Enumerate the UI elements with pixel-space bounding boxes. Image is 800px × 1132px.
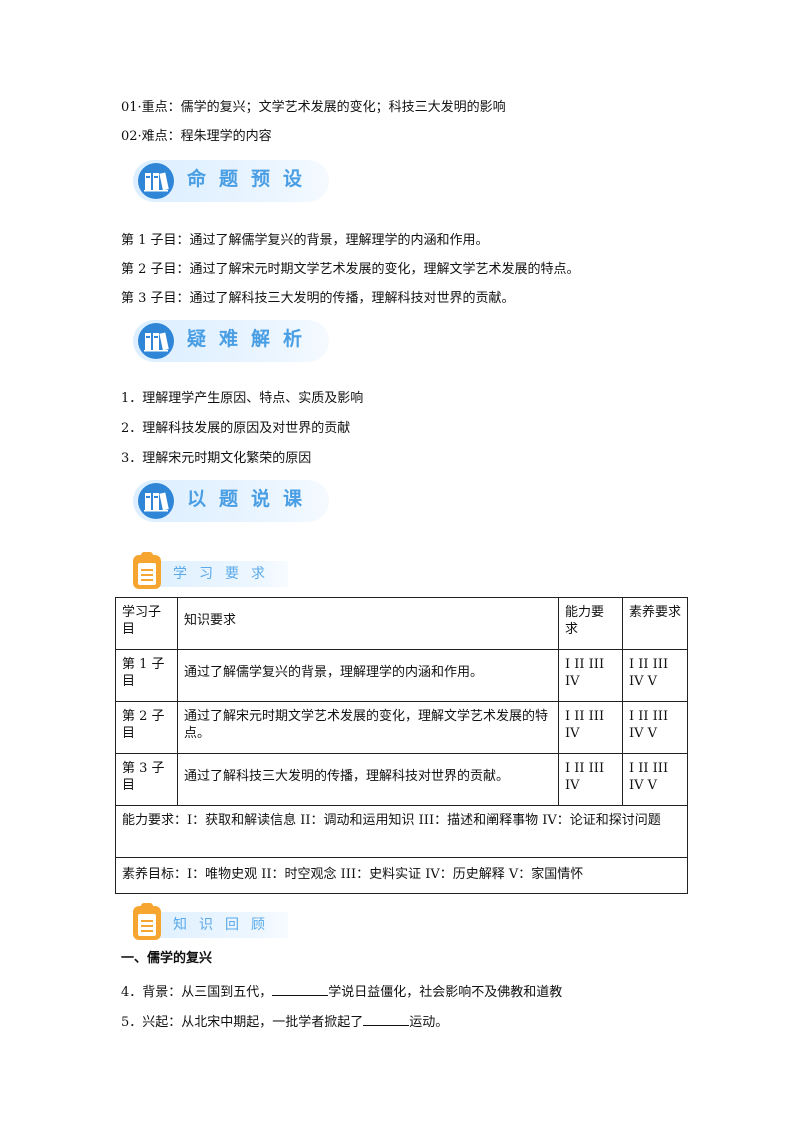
review-heading: 一、儒学的复兴	[121, 951, 213, 966]
preset-item-2: 第 2 子目：通过了解宋元时期文学艺术发展的变化，理解文学艺术发展的特点。	[121, 262, 580, 277]
preset-item-1: 第 1 子目：通过了解儒学复兴的背景，理解理学的内涵和作用。	[121, 233, 489, 248]
q5-text-after: 运动。	[409, 1015, 449, 1030]
key-point: 01·重点：儒学的复兴；文学艺术发展的变化；科技三大发明的影响	[121, 100, 506, 115]
question-5: 5．兴起：从北宋中期起，一批学者掀起了 运动。	[121, 1011, 448, 1032]
banner-preset: 命题预设	[133, 160, 329, 202]
cell-ability: I II III IV	[558, 701, 623, 754]
table-header-row: 学习子目 知识要求 能力要求 素养要求	[115, 597, 688, 650]
table-row: 第 1 子目 通过了解儒学复兴的背景，理解理学的内涵和作用。 I II III …	[115, 649, 688, 702]
preset-item-3: 第 3 子目：通过了解科技三大发明的传播，理解科技对世界的贡献。	[121, 291, 515, 306]
books-icon	[138, 163, 174, 199]
banner-title: 命题预设	[187, 168, 316, 190]
cell-literacy: I II III IV V	[622, 753, 688, 806]
table-note-row: 素养目标：I：唯物史观 II：时空观念 III：史料实证 IV：历史解释 V：家…	[115, 857, 688, 894]
requirements-table: 学习子目 知识要求 能力要求 素养要求 第 1 子目 通过了解儒学复兴的背景，理…	[115, 597, 688, 894]
difficult-point: 02·难点：程朱理学的内容	[121, 129, 272, 144]
table-row: 第 3 子目 通过了解科技三大发明的传播，理解科技对世界的贡献。 I II II…	[115, 753, 688, 806]
books-icon	[138, 323, 174, 359]
q5-text-before: 5．兴起：从北宋中期起，一批学者掀起了	[121, 1015, 364, 1030]
clipboard-icon	[133, 903, 161, 940]
clipboard-icon	[133, 552, 161, 589]
banner-lecture: 以题说课	[133, 480, 329, 522]
banner-analysis: 疑难解析	[133, 320, 329, 362]
q4-text-before: 4．背景：从三国到五代，	[121, 985, 273, 1000]
fill-blank[interactable]	[272, 981, 329, 996]
banner-title: 以题说课	[187, 488, 316, 510]
ability-note: 能力要求：I：获取和解读信息 II：调动和运用知识 III：描述和阐释事物 IV…	[115, 805, 688, 858]
table-row: 第 2 子目 通过了解宋元时期文学艺术发展的变化，理解文学艺术发展的特点。 I …	[115, 701, 688, 754]
header-cell: 素养要求	[622, 597, 688, 650]
header-cell: 知识要求	[177, 597, 559, 650]
tag-requirements: 学习要求	[133, 552, 288, 589]
analysis-item-2: 2．理解科技发展的原因及对世界的贡献	[121, 421, 351, 436]
cell-knowledge: 通过了解儒学复兴的背景，理解理学的内涵和作用。	[177, 649, 559, 702]
banner-title: 疑难解析	[187, 328, 316, 350]
cell-knowledge: 通过了解宋元时期文学艺术发展的变化，理解文学艺术发展的特点。	[177, 701, 559, 754]
header-cell: 学习子目	[115, 597, 178, 650]
literacy-note: 素养目标：I：唯物史观 II：时空观念 III：史料实证 IV：历史解释 V：家…	[115, 857, 688, 894]
table-note-row: 能力要求：I：获取和解读信息 II：调动和运用知识 III：描述和阐释事物 IV…	[115, 805, 688, 858]
analysis-item-3: 3．理解宋元时期文化繁荣的原因	[121, 451, 312, 466]
cell-literacy: I II III IV V	[622, 701, 688, 754]
cell-sub: 第 3 子目	[115, 753, 178, 806]
cell-ability: I II III IV	[558, 753, 623, 806]
analysis-item-1: 1．理解理学产生原因、特点、实质及影响	[121, 391, 364, 406]
tag-review: 知识回顾	[133, 903, 288, 940]
cell-knowledge: 通过了解科技三大发明的传播，理解科技对世界的贡献。	[177, 753, 559, 806]
tag-title: 知识回顾	[173, 917, 277, 933]
books-icon	[138, 483, 174, 519]
cell-sub: 第 2 子目	[115, 701, 178, 754]
cell-literacy: I II III IV V	[622, 649, 688, 702]
cell-sub: 第 1 子目	[115, 649, 178, 702]
fill-blank[interactable]	[363, 1011, 410, 1026]
cell-ability: I II III IV	[558, 649, 623, 702]
header-cell: 能力要求	[558, 597, 623, 650]
q4-text-after: 学说日益僵化，社会影响不及佛教和道教	[328, 985, 563, 1000]
question-4: 4．背景：从三国到五代， 学说日益僵化，社会影响不及佛教和道教	[121, 981, 562, 1002]
tag-title: 学习要求	[173, 566, 277, 582]
